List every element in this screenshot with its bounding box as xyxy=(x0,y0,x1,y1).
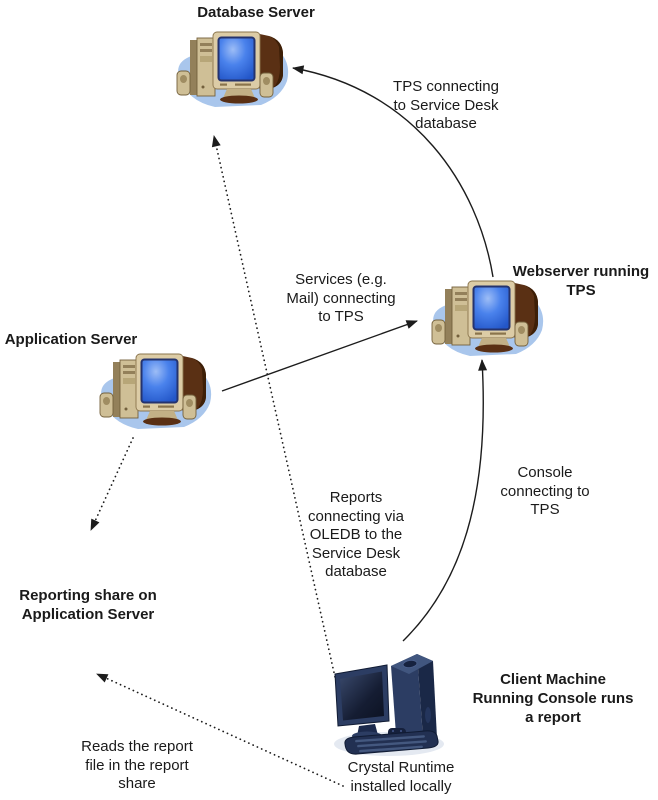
label-line: connecting to xyxy=(500,482,590,500)
label-line: file in the report xyxy=(85,756,189,774)
reads-report-label: Reads the report file in the report shar… xyxy=(81,738,193,794)
label-line: Running Console runs xyxy=(472,690,634,707)
console-to-tps-label: Console connecting to TPS xyxy=(500,464,589,520)
label-line: connecting via xyxy=(308,507,404,525)
reporting-share-label: Reporting share on Application Server xyxy=(19,586,157,624)
label-line: Service Desk xyxy=(311,544,401,562)
tps-to-database-label: TPS connecting to Service Desk database xyxy=(393,78,499,134)
database-server-label: Database Server xyxy=(197,4,315,21)
label-line: TPS xyxy=(566,282,596,299)
label-line: Crystal Runtime xyxy=(347,759,455,776)
label-line: database xyxy=(325,563,387,580)
label-line: Client Machine xyxy=(500,671,606,688)
services-to-tps-label: Services (e.g. Mail) connecting to TPS xyxy=(286,271,395,327)
label-line: OLEDB to the xyxy=(309,526,403,543)
label-line: share xyxy=(118,775,156,792)
database-server-computer-icon xyxy=(176,31,290,108)
label-line: Application Server xyxy=(21,606,155,623)
label-line: installed locally xyxy=(350,777,452,795)
reports-oledb-label: Reports connecting via OLEDB to the Serv… xyxy=(308,489,404,582)
label-line: Mail) connecting xyxy=(286,289,396,307)
label-line: Reporting share on xyxy=(19,587,157,604)
application-server-computer-icon xyxy=(99,353,213,430)
webserver-label: Webserver running TPS xyxy=(513,262,649,300)
application-server-label: Application Server xyxy=(4,331,138,348)
label-line: Services (e.g. xyxy=(295,271,387,288)
arrow-console-to-tps xyxy=(402,359,488,642)
arrow-reads-report-dotted xyxy=(96,673,344,787)
label-line: Webserver running xyxy=(512,263,650,280)
label-line: TPS xyxy=(530,501,560,518)
label-line: to Service Desk xyxy=(393,96,499,114)
arrow-services-to-tps xyxy=(221,320,418,392)
label-line: Reports xyxy=(329,489,383,506)
arrow-tps-to-database xyxy=(292,65,494,278)
label-line: TPS connecting xyxy=(393,78,499,95)
label-line: Console xyxy=(517,464,573,481)
client-machine-label: Client Machine Running Console runs a re… xyxy=(473,670,634,727)
label-line: a report xyxy=(525,709,581,726)
label-line: database xyxy=(415,115,477,132)
crystal-runtime-label: Crystal Runtime installed locally xyxy=(348,759,455,796)
arrow-appserver-to-reporting-share-dotted xyxy=(90,437,134,531)
label-line: Reads the report xyxy=(81,738,193,755)
arrow-reports-oledb-dotted xyxy=(211,135,338,687)
client-machine-computer-icon xyxy=(334,654,444,756)
label-line: to TPS xyxy=(318,308,364,325)
